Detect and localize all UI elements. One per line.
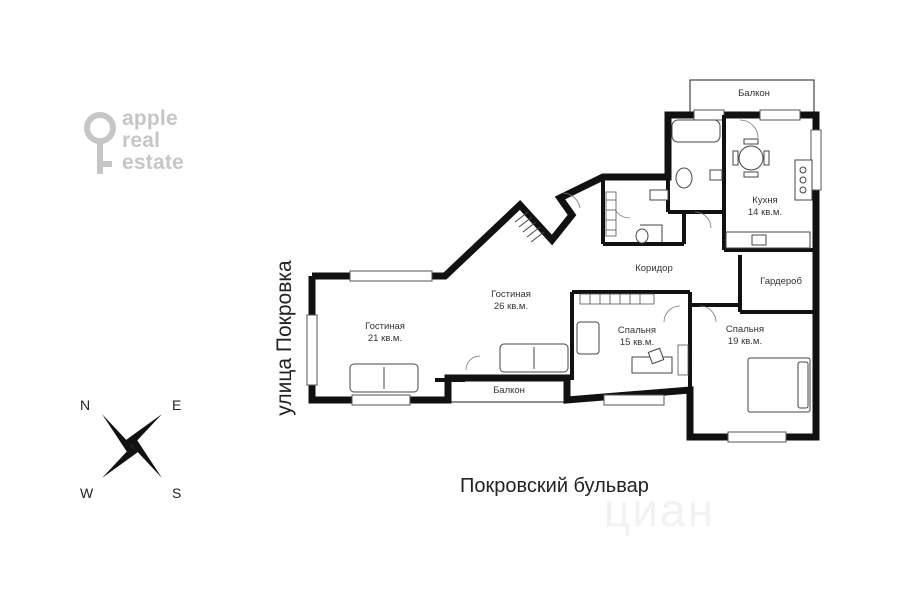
balcony-bottom-label: Балкон (493, 385, 525, 396)
living-room-2-name: Гостиная (365, 321, 405, 332)
compass-w: W (80, 485, 94, 501)
wardrobe-label: Гардероб (760, 276, 802, 287)
logo-line1: apple (122, 107, 178, 130)
logo-line3: estate (122, 151, 184, 174)
compass-e: E (172, 397, 182, 413)
entrance-steps (514, 211, 545, 243)
bedroom-2-area: 19 кв.м. (727, 336, 763, 347)
bathroom-fixtures (635, 119, 723, 244)
street-left-label: улица Покровка (273, 260, 296, 416)
living-room-1-name: Гостиная (491, 289, 531, 300)
kitchen-name: Кухня (752, 195, 778, 206)
living-room-1-area: 26 кв.м. (493, 301, 529, 312)
kitchen-furniture (725, 138, 813, 249)
corridor-label: Коридор (635, 263, 673, 274)
kitchen-label: Кухня 14 кв.м. (734, 195, 796, 219)
balcony-top-label: Балкон (738, 88, 770, 99)
kitchen-area: 14 кв.м. (747, 207, 783, 218)
bedroom-1-area: 15 кв.м. (619, 337, 655, 348)
windows (306, 109, 822, 443)
living-room-1-label: Гостиная 26 кв.м. (480, 289, 542, 313)
street-bottom-label: Покровский бульвар (460, 475, 649, 497)
compass-s: S (172, 485, 182, 501)
balcony-top (689, 79, 815, 115)
interior-walls (435, 115, 816, 395)
compass-rose (102, 414, 162, 478)
living-room-2-area: 21 кв.м. (367, 333, 403, 344)
watermark: циан (604, 484, 716, 536)
bedroom-2-label: Спальня 19 кв.м. (714, 324, 776, 348)
bedroom-2-name: Спальня (725, 324, 765, 335)
bedroom-furniture (576, 321, 811, 413)
logo-key-icon (84, 112, 116, 174)
compass-n: N (80, 397, 91, 413)
closets (579, 191, 689, 376)
company-logo: apple real estate (84, 106, 204, 182)
living-room-2-label: Гостиная 21 кв.м. (354, 321, 416, 345)
bedroom-1-label: Спальня 15 кв.м. (606, 325, 668, 349)
logo-line2: real (122, 129, 161, 152)
doors (465, 119, 759, 371)
sofas (349, 343, 569, 393)
bedroom-1-name: Спальня (617, 325, 657, 336)
